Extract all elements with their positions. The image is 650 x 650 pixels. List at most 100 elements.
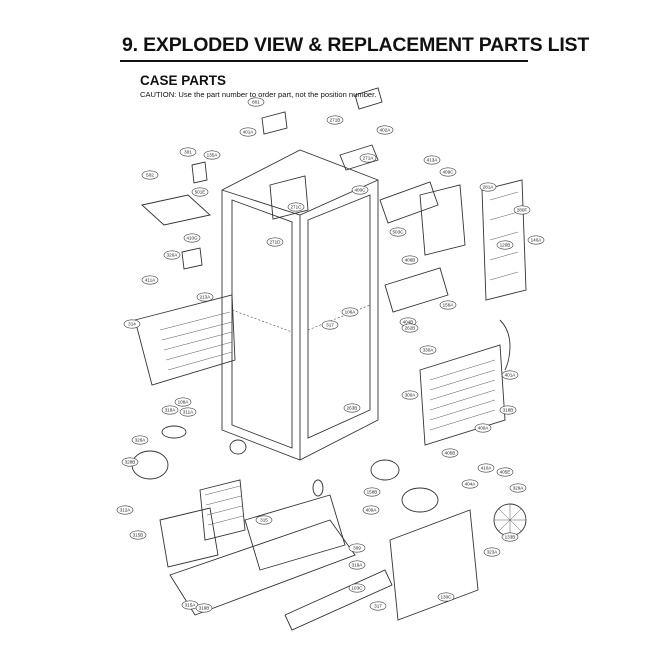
callout-label: 317 — [326, 323, 334, 328]
callout-bubble — [513, 205, 531, 215]
callout-bubble — [287, 202, 305, 212]
callout-label: 404B — [403, 320, 414, 325]
part-callout: 502 — [141, 170, 159, 180]
callout-label: 311A — [183, 410, 194, 415]
part-callout: 319B — [195, 603, 213, 613]
callout-bubble — [341, 307, 359, 317]
part-callout: 280F — [513, 205, 531, 215]
callout-bubble — [255, 515, 273, 525]
callout-label: 158B — [367, 490, 378, 495]
callout-bubble — [419, 345, 437, 355]
callout-bubble — [437, 592, 455, 602]
callout-label: 281A — [483, 185, 495, 190]
part-callout: 401A — [501, 370, 519, 380]
callout-label: 405B — [445, 451, 456, 456]
callout-bubble — [247, 97, 265, 107]
part-callout: 281A — [479, 182, 497, 192]
callout-bubble — [501, 370, 519, 380]
callout-bubble — [348, 543, 366, 553]
part-callout: 401A — [239, 127, 257, 137]
callout-label: 314 — [128, 322, 136, 327]
part-callout: 106A — [341, 307, 359, 317]
callout-bubble — [401, 255, 419, 265]
part-callout: 315 — [255, 515, 273, 525]
callout-label: 158A — [443, 303, 455, 308]
part-callout: 213A — [196, 292, 214, 302]
callout-bubble — [483, 547, 501, 557]
title-divider — [120, 60, 528, 62]
callout-bubble — [239, 127, 257, 137]
top-cover-parts — [261, 87, 439, 224]
callout-label: 262B — [405, 326, 416, 331]
compressor-area — [131, 425, 247, 568]
callout-label: 280F — [517, 208, 528, 213]
callout-bubble — [401, 390, 419, 400]
callout-bubble — [389, 227, 407, 237]
callout-bubble — [321, 320, 339, 330]
part-callout: 135A — [203, 150, 221, 160]
callout-bubble — [179, 147, 197, 157]
callout-bubble — [195, 603, 213, 613]
callout-label: 400C — [355, 188, 367, 193]
callout-bubble — [129, 530, 147, 540]
callout-label: 140A — [531, 238, 543, 243]
callout-bubble — [359, 153, 377, 163]
part-callout: 301 — [179, 147, 197, 157]
callout-bubble — [116, 505, 134, 515]
callout-bubble — [121, 457, 139, 467]
part-callout: 140A — [527, 235, 545, 245]
callout-label: 300A — [405, 393, 417, 398]
callout-bubble — [348, 583, 366, 593]
callout-bubble — [179, 407, 197, 417]
callout-bubble — [351, 185, 369, 195]
callout-label: 411A — [145, 278, 156, 283]
callout-bubble — [423, 155, 441, 165]
cabinet-body — [221, 149, 379, 461]
callout-label: 413A — [427, 158, 439, 163]
part-callout: 405B — [441, 448, 459, 458]
part-callout: 329A — [509, 483, 527, 493]
callout-bubble — [369, 601, 387, 611]
right-side-parts — [384, 179, 527, 446]
callout-label: 135A — [207, 153, 219, 158]
part-callout: 411A — [141, 275, 159, 285]
part-callout: 323A — [483, 547, 501, 557]
page-title: 9. EXPLODED VIEW & REPLACEMENT PARTS LIS… — [122, 34, 590, 56]
callout-label: 410A — [481, 466, 493, 471]
callout-bubble — [163, 250, 181, 260]
left-panel-parts — [134, 161, 236, 386]
part-callout: 317 — [321, 320, 339, 330]
callout-bubble — [479, 182, 497, 192]
part-callout: 103C — [348, 583, 366, 593]
callout-bubble — [123, 319, 141, 329]
part-callout: 263B — [343, 403, 361, 413]
part-callout: 409C — [439, 167, 457, 177]
part-callout: 801 — [247, 97, 265, 107]
part-callout: 317 — [369, 601, 387, 611]
callout-label: 329A — [513, 486, 525, 491]
callout-label: 801 — [252, 100, 260, 105]
callout-bubble — [401, 323, 419, 333]
callout-bubble — [496, 467, 514, 477]
callout-bubble — [343, 403, 361, 413]
callout-label: 312A — [120, 508, 132, 513]
callout-bubble — [362, 505, 380, 515]
part-callout: 330A — [419, 345, 437, 355]
part-callout: 409A — [362, 505, 380, 515]
part-callout: 410G — [183, 233, 201, 243]
callout-bubble — [326, 115, 344, 125]
part-callout: 413A — [423, 155, 441, 165]
part-callout: 271C — [287, 202, 305, 212]
part-callout: 320A — [163, 250, 181, 260]
part-callout: 318B — [499, 405, 517, 415]
part-callout: 311A — [179, 407, 197, 417]
part-callout: 158B — [363, 487, 381, 497]
part-callout: 400A — [474, 423, 492, 433]
callout-label: 133B — [505, 535, 516, 540]
callout-bubble — [496, 240, 514, 250]
callout-label: 319B — [199, 606, 210, 611]
callout-label: 323A — [487, 550, 499, 555]
callout-bubble — [131, 435, 149, 445]
callout-label: 130C — [441, 595, 453, 600]
